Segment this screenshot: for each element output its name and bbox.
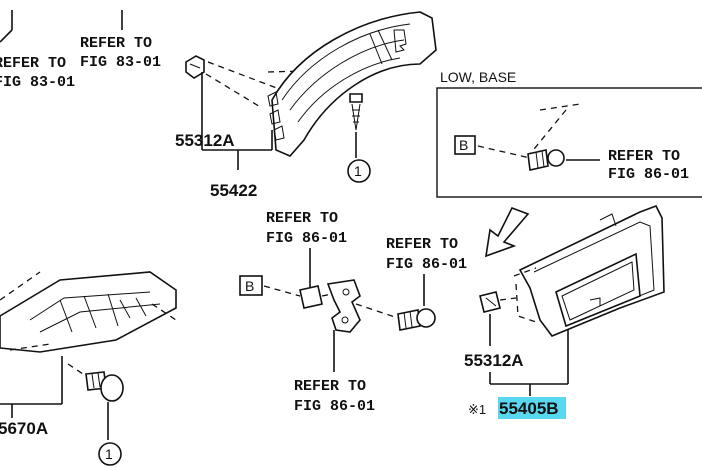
b-marker-mid: B: [245, 278, 254, 294]
refer-line2: FIG 83-01: [0, 74, 75, 91]
arrow-down-left: [485, 206, 530, 258]
clip-part-top: [185, 55, 205, 79]
part-number-55312a-bottom: 55312A: [464, 351, 524, 370]
bracket-mid: [326, 279, 361, 333]
refer-line1: REFER TO: [0, 55, 66, 72]
part-highlight: [498, 397, 566, 419]
part-number-55405b[interactable]: 55405B: [499, 399, 559, 418]
refer-line2: FIG 83-01: [80, 54, 161, 71]
part-number-55670a: 5670A: [0, 419, 48, 438]
bolt-inset: [527, 149, 565, 171]
b-marker-inset: B: [459, 137, 468, 153]
refer-inset-line1: REFER TO: [608, 148, 680, 165]
screw-bottom: [85, 371, 124, 402]
clip-mid: [299, 285, 323, 309]
clip-part-bottom: [479, 291, 501, 313]
svg-text:FIG 86-01: FIG 86-01: [386, 256, 467, 273]
svg-text:FIG 86-01: FIG 86-01: [266, 230, 347, 247]
part-number-55312a-top: 55312A: [175, 131, 235, 150]
svg-text:FIG 86-01: FIG 86-01: [294, 398, 375, 415]
refer-inset-line2: FIG 86-01: [608, 166, 689, 183]
svg-text:REFER TO: REFER TO: [266, 210, 338, 227]
refer-line1: REFER TO: [80, 35, 152, 52]
refer-fig-83-left: REFER TO FIG 83-01: [0, 10, 75, 91]
svg-text:1: 1: [105, 446, 113, 462]
screw-top: [349, 93, 363, 158]
refer-fig-86-mid-top: REFER TO FIG 86-01: [266, 210, 347, 288]
svg-text:1: 1: [354, 163, 362, 179]
part-number-55422: 55422: [210, 181, 257, 200]
svg-text:REFER TO: REFER TO: [386, 236, 458, 253]
callout-1-top: 1: [347, 159, 371, 183]
b-marker-mid-box: [239, 275, 263, 296]
callout-1-bottom: 1: [98, 442, 122, 466]
refer-fig-86-bottom: REFER TO FIG 86-01: [294, 378, 375, 415]
note-prefix: ※1: [468, 402, 486, 417]
panel-55422: [267, 11, 437, 157]
vent-assembly-55670a: [0, 271, 177, 353]
refer-fig-83-right: REFER TO FIG 83-01: [80, 10, 161, 71]
panel-55405b: [518, 204, 665, 337]
svg-text:REFER TO: REFER TO: [294, 378, 366, 395]
inset-low-base: LOW, BASE B REFER TO FIG 86-01: [436, 69, 702, 198]
bolt-mid: [397, 308, 436, 331]
inset-title: LOW, BASE: [440, 69, 516, 85]
refer-fig-86-mid-right: REFER TO FIG 86-01: [386, 236, 467, 306]
